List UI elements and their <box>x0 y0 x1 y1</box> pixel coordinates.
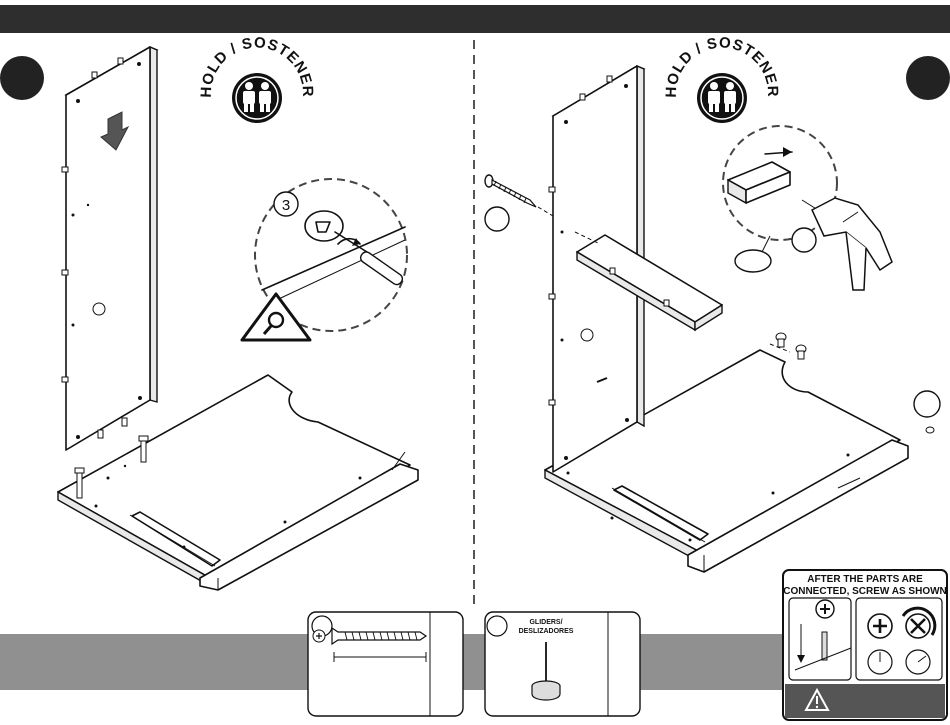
header-bar <box>0 5 950 33</box>
glider-label-line2: DESLIZADORES <box>519 628 574 635</box>
hold-badge-left: HOLD / SOSTENER <box>198 34 316 123</box>
screwdriver-icon <box>359 250 405 287</box>
hammer-icon <box>812 198 892 290</box>
parts-box-gliders: GLIDERS/ DESLIZADORES <box>485 612 640 716</box>
step-number-badge: 3 <box>282 197 290 214</box>
step-circle-left <box>0 56 44 100</box>
glider-label-line1: GLIDERS/ <box>529 619 562 626</box>
part-callout-glider <box>914 391 940 417</box>
detail-circle-left: 3 <box>242 179 407 340</box>
step-circle-right <box>906 56 950 100</box>
detail-circle-right <box>723 126 892 290</box>
warning-line1: AFTER THE PARTS ARE <box>807 574 923 585</box>
warning-footer-bar <box>785 684 945 718</box>
parts-box-screw <box>308 612 463 716</box>
hold-badge-right: HOLD / SOSTENER <box>663 34 781 123</box>
part-id-circle <box>487 616 507 636</box>
warning-box: AFTER THE PARTS ARE CONNECTED, SCREW AS … <box>783 570 947 720</box>
part-callout-screw <box>485 207 509 231</box>
side-panel-left <box>62 47 157 450</box>
inspect-warning-icon <box>242 294 310 340</box>
warning-line2: CONNECTED, SCREW AS SHOWN <box>783 586 947 597</box>
